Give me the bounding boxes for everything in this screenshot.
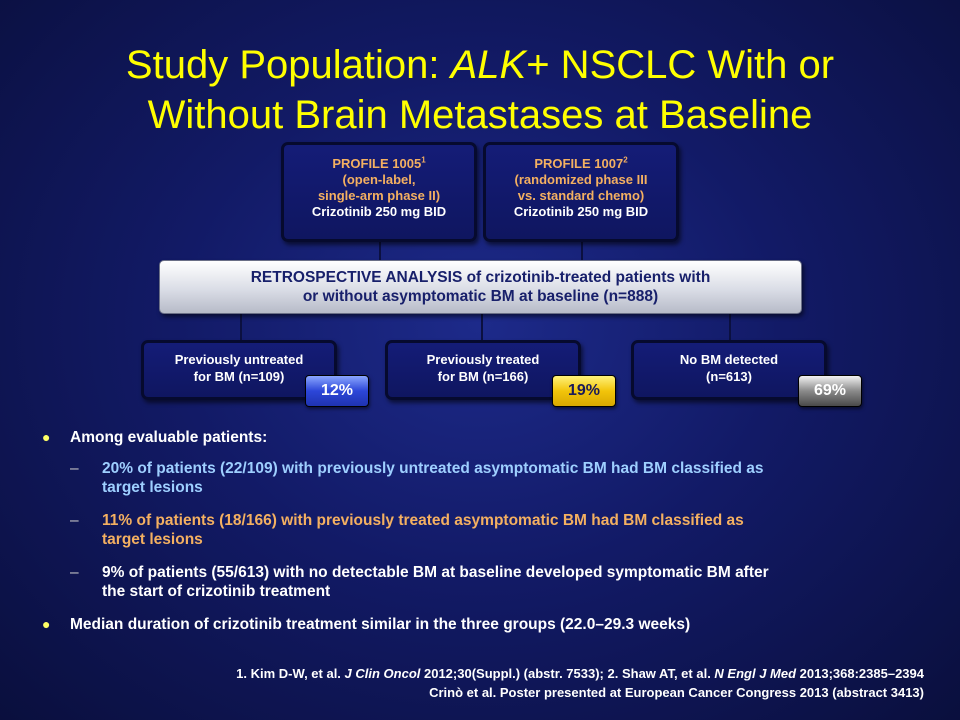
bullet-dot-icon: ● xyxy=(42,616,51,632)
profile-1007-desc-1: (randomized phase III xyxy=(514,172,648,187)
profile-1005-drug: Crizotinib 250 mg BID xyxy=(311,204,447,219)
sub-bullet-untreated: – 20% of patients (22/109) with previous… xyxy=(70,460,764,496)
profile-1007-box: PROFILE 10072 (randomized phase III vs. … xyxy=(483,142,679,242)
group-no-bm-line-2: (n=613) xyxy=(706,369,752,384)
bullet-evaluable: ● Among evaluable patients: xyxy=(42,429,268,446)
profile-1007-name: PROFILE 10072 xyxy=(534,155,628,171)
profile-1005-name: PROFILE 10051 xyxy=(332,155,426,171)
title-line-1: Study Population: ALK+ NSCLC With or xyxy=(125,43,835,87)
dash-icon: – xyxy=(70,564,79,581)
bullet-dot-icon: ● xyxy=(42,429,51,445)
group-no-bm-line-1: No BM detected xyxy=(679,352,779,367)
profile-1005-desc-1: (open-label, xyxy=(342,172,416,187)
group-untreated-line-2: for BM (n=109) xyxy=(193,369,285,384)
reference-line-2: Crinò et al. Poster presented at Europea… xyxy=(429,685,924,700)
group-treated-percent-badge: 19% xyxy=(552,375,616,407)
group-treated-box: Previously treated for BM (n=166) xyxy=(385,340,581,400)
profile-1005-box: PROFILE 10051 (open-label, single-arm ph… xyxy=(281,142,477,242)
group-treated-line-1: Previously treated xyxy=(426,352,540,367)
reference-line-1: 1. Kim D-W, et al. J Clin Oncol 2012;30(… xyxy=(236,666,924,681)
profile-1005-desc-2: single-arm phase II) xyxy=(317,188,441,203)
group-no-bm-percent-badge: 69% xyxy=(798,375,862,407)
bullet-list: ● Among evaluable patients: – 20% of pat… xyxy=(40,428,920,634)
title-line-2: Without Brain Metastases at Baseline xyxy=(147,93,813,137)
group-treated-line-2: for BM (n=166) xyxy=(437,369,529,384)
retrospective-line-2: or without asymptomatic BM at baseline (… xyxy=(302,288,659,305)
dash-icon: – xyxy=(70,460,79,477)
bullet-median-duration: ● Median duration of crizotinib treatmen… xyxy=(42,616,691,633)
references: 1. Kim D-W, et al. J Clin Oncol 2012;30(… xyxy=(236,664,924,702)
retrospective-line-1: RETROSPECTIVE ANALYSIS of crizotinib-tre… xyxy=(250,269,711,286)
connector-profile-1005 xyxy=(379,242,381,262)
group-untreated-percent-badge: 12% xyxy=(305,375,369,407)
connector-profile-1007 xyxy=(581,242,583,262)
group-no-bm-box: No BM detected (n=613) xyxy=(631,340,827,400)
connector-group-1 xyxy=(240,314,242,342)
title-alk-italic: ALK xyxy=(450,43,527,87)
sub-bullet-no-bm: – 9% of patients (55/613) with no detect… xyxy=(70,564,769,600)
slide-title: Study Population: ALK+ NSCLC With or Wit… xyxy=(0,40,960,140)
group-untreated-box: Previously untreated for BM (n=109) xyxy=(141,340,337,400)
sub-bullet-treated: – 11% of patients (18/166) with previous… xyxy=(70,512,744,548)
dash-icon: – xyxy=(70,512,79,529)
connector-group-2 xyxy=(481,314,483,342)
connector-group-3 xyxy=(729,314,731,342)
retrospective-analysis-box: RETROSPECTIVE ANALYSIS of crizotinib-tre… xyxy=(159,260,802,314)
profile-1007-drug: Crizotinib 250 mg BID xyxy=(513,204,649,219)
profile-1007-desc-2: vs. standard chemo) xyxy=(517,188,645,203)
group-untreated-line-1: Previously untreated xyxy=(174,352,304,367)
